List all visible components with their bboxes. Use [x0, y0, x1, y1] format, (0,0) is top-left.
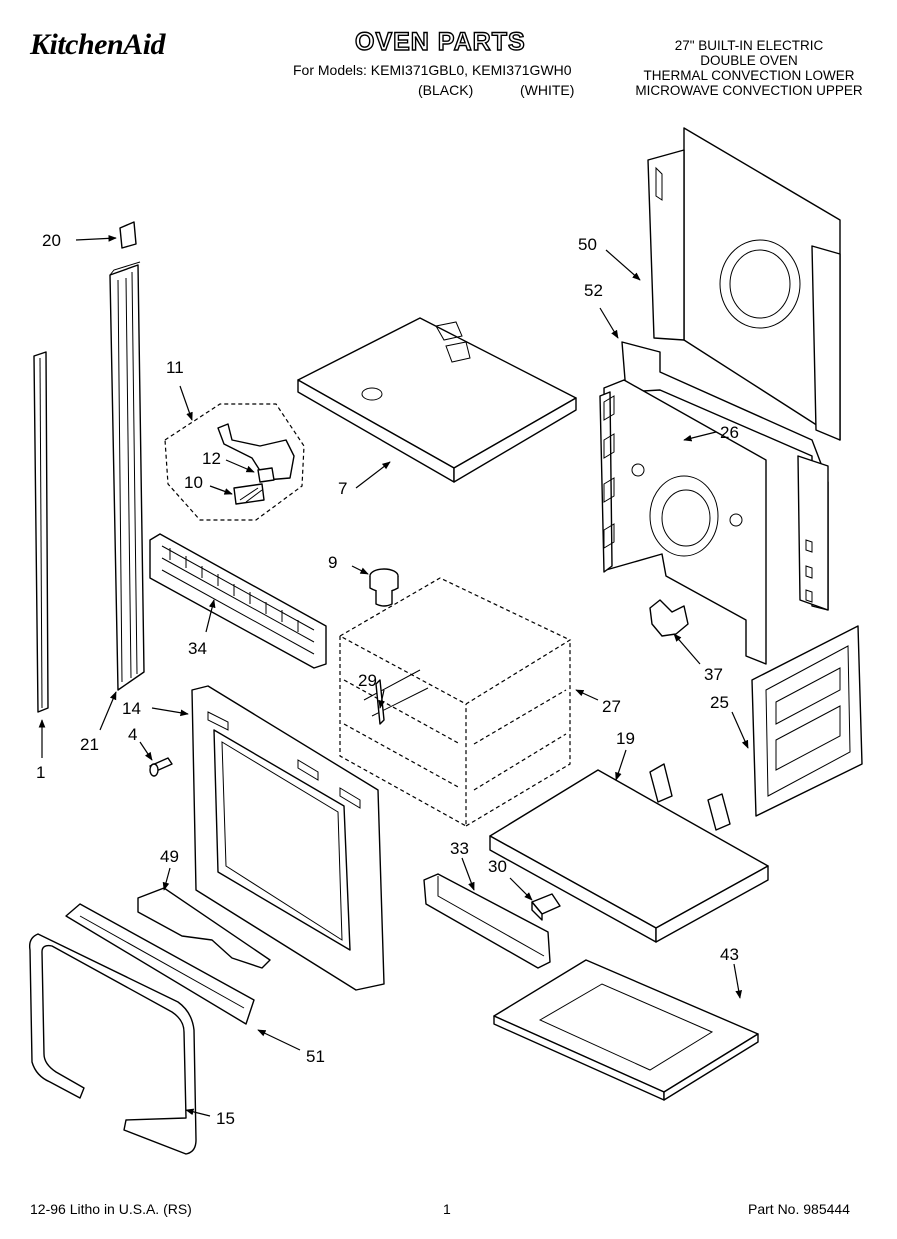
- callout-37: 37: [704, 665, 723, 684]
- color-white-label: (WHITE): [520, 82, 575, 98]
- part-50-back-panel[interactable]: [647, 127, 841, 441]
- callout-14: 14: [122, 699, 141, 718]
- callout-21: 21: [80, 735, 99, 754]
- part-4-screw[interactable]: [149, 757, 173, 777]
- callout-4: 4: [128, 725, 137, 744]
- callout-33: 33: [450, 839, 469, 858]
- part-37-clip[interactable]: [649, 599, 689, 637]
- callout-15: 15: [216, 1109, 235, 1128]
- leader-lines: [38, 235, 749, 1117]
- page-number: 1: [443, 1201, 451, 1217]
- color-black-label: (BLACK): [418, 82, 474, 98]
- part-51-front-trim[interactable]: [65, 903, 255, 1025]
- part-11-lock-assembly[interactable]: [164, 403, 305, 521]
- part-33-trim-rail[interactable]: [423, 873, 551, 969]
- callout-43: 43: [720, 945, 739, 964]
- callout-52: 52: [584, 281, 603, 300]
- models-line: For Models: KEMI371GBL0, KEMI371GWH0: [293, 62, 572, 78]
- part-25-back-panel[interactable]: [751, 625, 863, 817]
- part-26-convection-plate[interactable]: [599, 379, 829, 665]
- part-30-bracket[interactable]: [531, 893, 561, 921]
- part-49-trim-strip[interactable]: [137, 887, 271, 969]
- callout-30: 30: [488, 857, 507, 876]
- callout-1: 1: [36, 763, 45, 782]
- callout-34: 34: [188, 639, 207, 658]
- callout-7: 7: [338, 479, 347, 498]
- callout-12: 12: [202, 449, 221, 468]
- description-line: DOUBLE OVEN: [700, 53, 798, 68]
- description-line: THERMAL CONVECTION LOWER: [643, 68, 855, 83]
- callout-51: 51: [306, 1047, 325, 1066]
- part-43-bottom-tray[interactable]: [493, 959, 759, 1101]
- callout-49: 49: [160, 847, 179, 866]
- callout-10: 10: [184, 473, 203, 492]
- part-7-top-cover[interactable]: [297, 317, 577, 483]
- callout-9: 9: [328, 553, 337, 572]
- part-9-sensor[interactable]: [369, 568, 399, 607]
- part-19-bottom-panel[interactable]: [489, 763, 769, 943]
- callout-11: 11: [166, 358, 184, 377]
- part-1-trim-strip[interactable]: [33, 351, 49, 713]
- description-line: MICROWAVE CONVECTION UPPER: [635, 83, 863, 98]
- part-21-side-trim[interactable]: [109, 261, 145, 691]
- part-34-vent-louver[interactable]: [149, 533, 327, 669]
- callout-25: 25: [710, 693, 729, 712]
- callout-27: 27: [602, 697, 621, 716]
- callout-50: 50: [578, 235, 597, 254]
- callout-26: 26: [720, 423, 739, 442]
- brand-logo: KitchenAid: [30, 28, 166, 61]
- description-line: 27" BUILT-IN ELECTRIC: [674, 38, 824, 53]
- page-title: OVEN PARTS: [354, 27, 526, 56]
- callout-29: 29: [358, 671, 377, 690]
- part-14-front-frame[interactable]: [191, 685, 385, 991]
- callout-20: 20: [42, 231, 61, 250]
- callout-19: 19: [616, 729, 635, 748]
- part-20-cap[interactable]: [119, 221, 137, 249]
- part-number: Part No. 985444: [748, 1201, 850, 1217]
- product-description: 27" BUILT-IN ELECTRIC DOUBLE OVEN THERMA…: [615, 38, 883, 98]
- part-15-door-gasket[interactable]: [28, 933, 197, 1155]
- print-info: 12-96 Litho in U.S.A. (RS): [30, 1201, 192, 1217]
